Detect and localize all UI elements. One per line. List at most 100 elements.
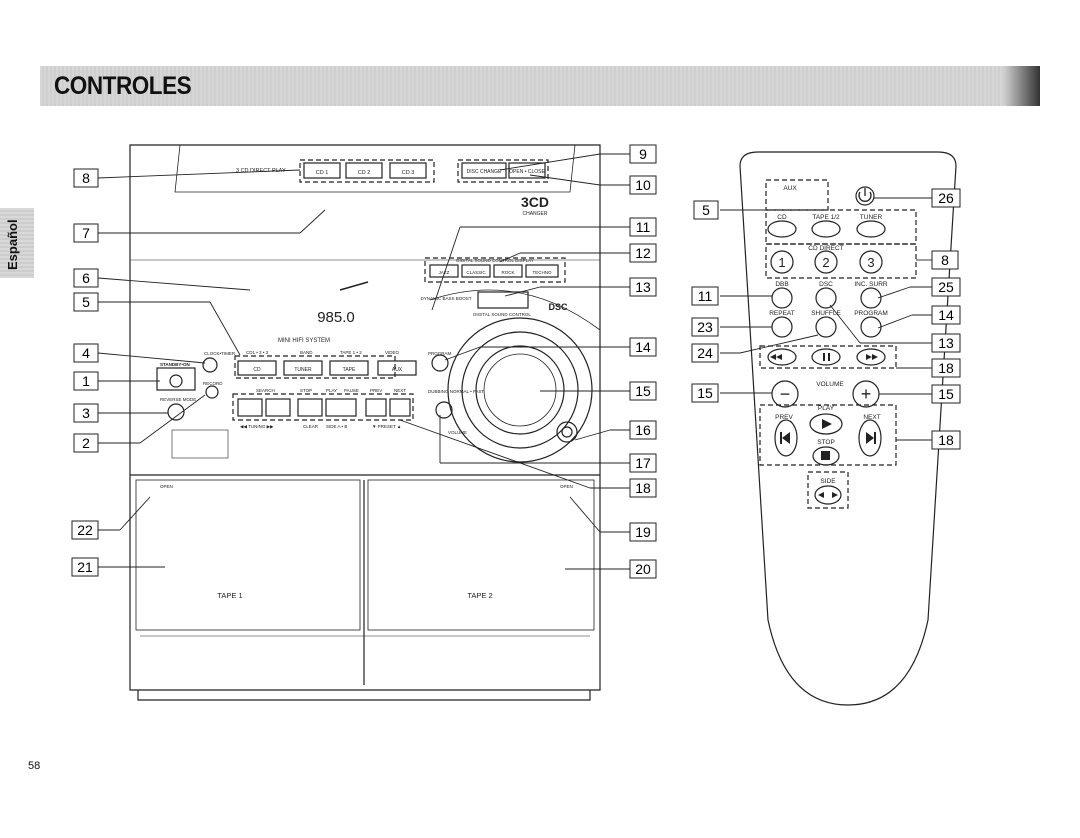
callout-number: 19: [635, 524, 651, 540]
callout-number: 16: [635, 422, 651, 438]
callout-number: 5: [702, 202, 710, 218]
program-label: PROGRAM: [428, 351, 452, 356]
callout-number: 14: [938, 307, 954, 323]
pause-icon-bar1: [823, 353, 825, 361]
callout-number: 5: [82, 294, 90, 310]
callout-1: 1: [73, 371, 99, 391]
cd2-button-label: CD 2: [358, 170, 371, 176]
prev-icon: [780, 432, 790, 444]
language-tab: [0, 208, 34, 278]
callout-26: 26: [931, 188, 961, 208]
transport-play: PLAY: [326, 388, 337, 393]
callout-17: 17: [629, 453, 657, 473]
callout-number: 13: [938, 335, 954, 351]
callouts-remote-left: 5 11 23 24 15: [691, 200, 719, 403]
remote-stop: STOP: [817, 439, 835, 446]
callout-number: 18: [938, 432, 954, 448]
dynamic-bass-boost-label: DYNAMIC BASS BOOST: [420, 296, 471, 301]
callout-15: 15: [629, 381, 657, 401]
callout-number: 10: [635, 177, 651, 193]
callout-number: 1: [82, 373, 90, 389]
callout-11: 11: [691, 286, 719, 306]
callout-7: 7: [73, 223, 99, 243]
callout-number: 15: [697, 385, 713, 401]
callout-13: 13: [629, 277, 657, 297]
callouts-remote-right: 26 8 25 14 13 18 15 18: [931, 188, 961, 450]
callout-number: 7: [82, 225, 90, 241]
cd-direct-play-label: 3 CD DIRECT PLAY: [236, 168, 286, 174]
callout-number: 17: [635, 455, 651, 471]
source-label-video: VIDEO: [385, 350, 400, 355]
callout-number: 15: [635, 383, 651, 399]
callout-number: 13: [635, 279, 651, 295]
record-label: RECORD: [203, 381, 223, 386]
remote-play: PLAY: [818, 405, 835, 412]
open-label-left: OPEN: [160, 484, 173, 489]
source-label-tape: TAPE 1 • 2: [340, 350, 362, 355]
cd1-button-label: CD 1: [316, 170, 329, 176]
remote-prev: PREV: [775, 414, 793, 421]
transport-search: SEARCH: [256, 388, 275, 393]
dsc-techno: TECHNO: [533, 270, 552, 275]
reverse-mode-label: REVERSE MODE: [160, 397, 196, 402]
callout-number: 18: [635, 480, 651, 496]
remote-tuner: TUNER: [860, 214, 883, 221]
callout-number: 2: [82, 435, 90, 451]
callouts-device-right: 9 10 11 12 13 14 15 16 17 18 19 20: [629, 144, 657, 579]
callout-number: 9: [639, 146, 647, 162]
callout-number: 4: [82, 345, 90, 361]
remote-plus: +: [861, 384, 872, 404]
dubbing-label: DUBBING NORMAL • FAST: [428, 389, 484, 394]
dsc-logo: DSC: [548, 302, 568, 312]
remote-digit-2: 2: [822, 255, 829, 270]
header-band-end: [1004, 66, 1040, 106]
callout-24: 24: [691, 343, 719, 363]
cd3-button-label: CD 3: [402, 170, 415, 176]
remote-program: PROGRAM: [854, 310, 888, 317]
stop-icon: [821, 451, 830, 460]
fast-forward-icon: [866, 354, 878, 360]
callout-10: 10: [629, 175, 657, 195]
tape2-label: TAPE 2: [467, 591, 492, 600]
callout-13: 13: [931, 333, 961, 353]
remote-digit-1: 1: [778, 255, 785, 270]
frequency-display: 985.0: [317, 309, 355, 326]
source-button-aux: AUX: [392, 367, 403, 373]
play-icon: [822, 419, 832, 429]
remote-labels: AUX CD TAPE 1/2 TUNER CD DIRECT 1 2 3 DB…: [769, 185, 888, 485]
callout-15: 15: [691, 383, 719, 403]
transport-pause: PAUSE: [344, 388, 359, 393]
callout-number: 8: [941, 252, 949, 268]
callout-number: 6: [82, 270, 90, 286]
callout-18: 18: [629, 478, 657, 498]
callout-22: 22: [71, 520, 99, 540]
page-number: 58: [28, 760, 41, 772]
callout-number: 12: [635, 245, 651, 261]
digital-sound-control-label: DIGITAL SOUND CONTROL: [473, 312, 531, 317]
rewind-icon: [770, 354, 782, 360]
callout-number: 11: [698, 288, 713, 304]
side-ab-label: SIDE A • B: [326, 424, 347, 429]
callout-number: 23: [697, 319, 713, 335]
remote-cd: CD: [777, 214, 787, 221]
callout-16: 16: [629, 420, 657, 440]
callout-15: 15: [931, 384, 961, 404]
dsc-classic: CLASSIC: [466, 270, 486, 275]
callout-20: 20: [629, 559, 657, 579]
callouts-main-left: 8 7 6 5 4 1 3 2 22 21: [71, 168, 99, 577]
header-band: [40, 66, 1040, 106]
clear-label: CLEAR: [303, 424, 319, 429]
transport-next: NEXT: [394, 388, 406, 393]
callout-number: 15: [938, 386, 954, 402]
callout-21: 21: [71, 557, 99, 577]
callout-25: 25: [931, 277, 961, 297]
callout-18: 18: [931, 358, 961, 378]
callout-number: 18: [938, 360, 954, 376]
callout-5: 5: [693, 200, 719, 220]
dsc-jazz: JAZZ: [439, 270, 450, 275]
volume-label: VOLUME: [448, 430, 467, 435]
callout-number: 3: [82, 405, 90, 421]
callout-23: 23: [691, 317, 719, 337]
clock-timer-label: CLOCK•TIMER: [204, 351, 236, 356]
